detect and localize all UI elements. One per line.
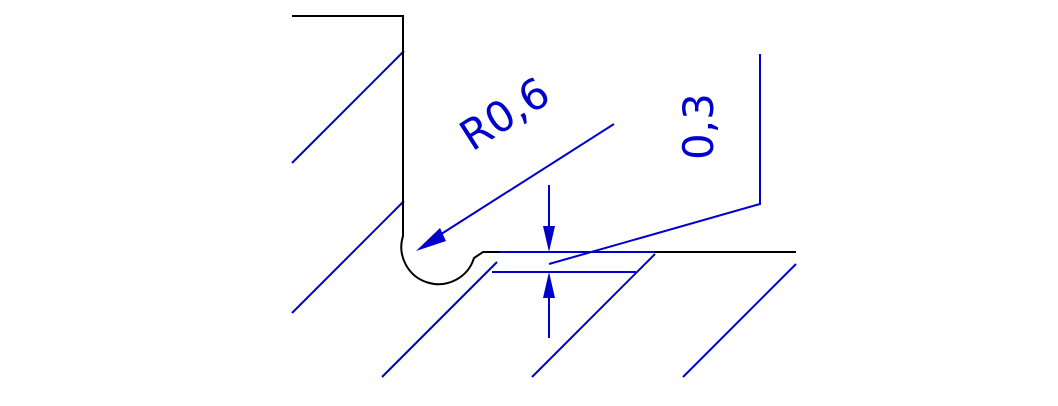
- groove-depth-lines: [492, 251, 654, 273]
- hatch-line: [291, 200, 405, 314]
- part-outline: [292, 15, 796, 286]
- hatch-line: [531, 253, 656, 378]
- depth-label-leader: [548, 54, 761, 265]
- hatch-line: [682, 263, 797, 378]
- depth-arrow-down: [543, 226, 555, 252]
- depth-label: 0,3: [674, 93, 723, 160]
- radius-arrowhead: [416, 228, 446, 251]
- depth-dimension: [543, 185, 555, 338]
- radius-leader-line: [434, 123, 615, 239]
- depth-arrow-up: [543, 272, 555, 298]
- radius-leader: [416, 123, 615, 251]
- section-hatching: [291, 50, 797, 378]
- radius-label: R0,6: [451, 68, 558, 161]
- hatch-line: [291, 50, 405, 164]
- hatch-line: [381, 261, 498, 378]
